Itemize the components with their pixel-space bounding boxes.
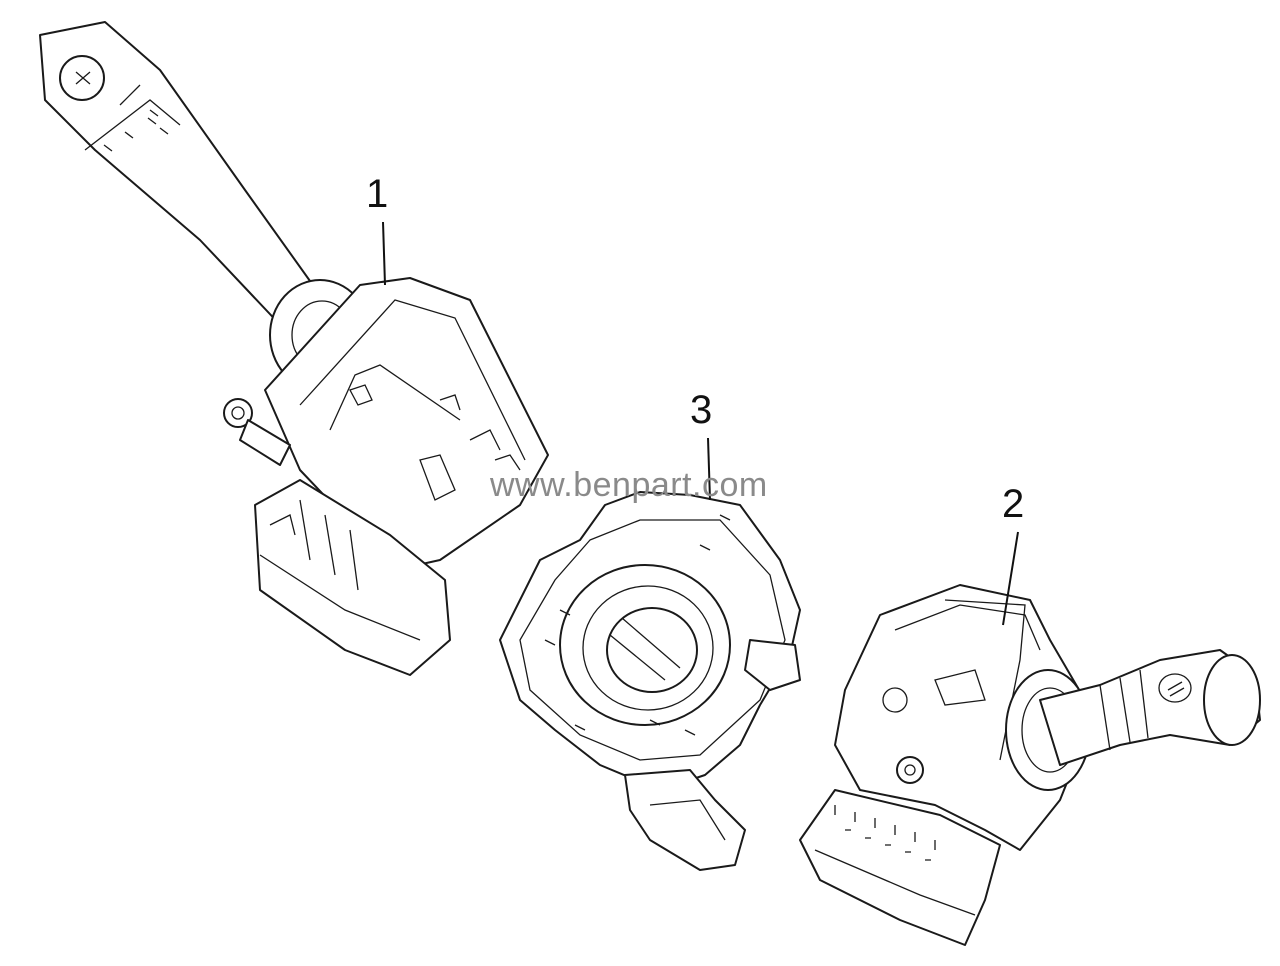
leader-line-3 [707, 437, 711, 501]
wiper-symbol-icon [103, 109, 169, 152]
callout-2: 2 [1002, 482, 1025, 526]
leader-line-2 [1002, 531, 1019, 626]
callout-3: 3 [690, 388, 713, 432]
part-1-wiper-switch[interactable] [39, 21, 549, 676]
callout-1: 1 [366, 172, 389, 216]
headlamp-symbol-icon [1167, 681, 1185, 697]
leader-line-1 [382, 221, 386, 286]
part-3-clock-spring[interactable] [499, 491, 801, 871]
part-2-light-switch[interactable] [799, 584, 1261, 946]
watermark: www.benpart.com [490, 466, 768, 504]
